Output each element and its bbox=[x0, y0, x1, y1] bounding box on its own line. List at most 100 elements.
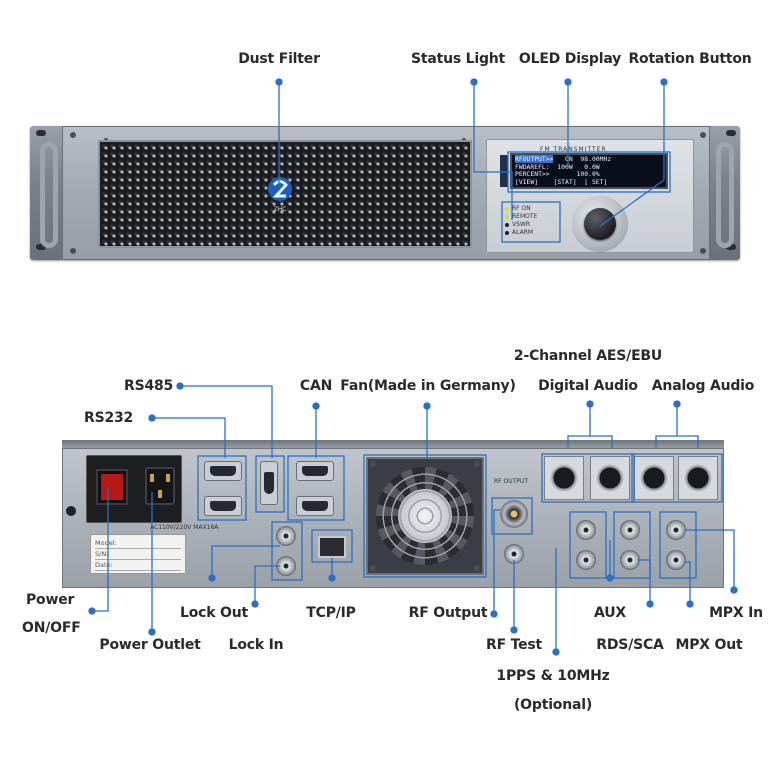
status-label: RF ON bbox=[512, 205, 531, 212]
rf-output-print: RF OUTPUT bbox=[494, 478, 528, 485]
outlet-pin bbox=[150, 474, 154, 482]
oled-row: FWDAREFL: 100W 0.0W bbox=[515, 162, 663, 172]
front-handle-right bbox=[716, 142, 734, 248]
oled-row: PERCENT>> 100.0% bbox=[515, 170, 663, 179]
led-on-icon bbox=[505, 206, 509, 211]
db9-socket bbox=[302, 466, 328, 476]
rack-ear-hole bbox=[36, 130, 46, 136]
oled-row-selected: RFOUTPUT>> bbox=[515, 155, 554, 163]
oled-row-text: FWDAREFL: 100W 0.0W bbox=[515, 162, 600, 171]
screw bbox=[474, 461, 480, 467]
led-off-icon bbox=[505, 222, 509, 227]
status-lights: RF ON REMOTE VSWR ALARM bbox=[505, 205, 537, 237]
label-rf-output: RF Output bbox=[408, 605, 488, 621]
label-lock-out: Lock Out bbox=[180, 605, 248, 621]
label-lock-in: Lock In bbox=[228, 637, 284, 653]
screw bbox=[700, 248, 706, 254]
screw bbox=[370, 461, 376, 467]
label-rds-sca: RDS/SCA bbox=[596, 637, 664, 653]
ground-screw bbox=[66, 506, 76, 516]
screw bbox=[70, 132, 76, 138]
label-status-light: Status Light bbox=[410, 51, 506, 67]
status-item: ALARM bbox=[505, 229, 537, 237]
status-label: ALARM bbox=[512, 229, 534, 236]
status-item: REMOTE bbox=[505, 213, 537, 221]
oled-display: RFOUTPUT>> ON 98.00MHz FWDAREFL: 100W 0.… bbox=[510, 153, 668, 189]
screw bbox=[370, 565, 376, 571]
brand-logo-icon bbox=[266, 174, 294, 208]
label-power-line1: Power bbox=[26, 592, 75, 608]
model-label: Model: bbox=[95, 538, 181, 549]
lock-in-bnc bbox=[276, 556, 296, 576]
outlet-pin bbox=[166, 474, 170, 482]
power-outlet bbox=[145, 467, 175, 505]
front-handle-left bbox=[40, 142, 58, 248]
rack-ear-hole bbox=[726, 244, 736, 250]
rack-ear-hole bbox=[36, 244, 46, 250]
oled-row-text: PERCENT>> 100.0% bbox=[515, 170, 600, 179]
oled-title: FM TRANSMITTER bbox=[540, 146, 607, 153]
label-pps-line1: 1PPS & 10MHz bbox=[496, 668, 610, 684]
label-can: CAN bbox=[299, 378, 333, 394]
oled-row-text: ON 98.00MHz bbox=[553, 155, 612, 163]
mpx-in-bnc bbox=[666, 520, 686, 540]
rds-sca-bnc bbox=[620, 550, 640, 570]
db9-socket bbox=[264, 472, 274, 494]
pps-bnc bbox=[576, 520, 596, 540]
led-off-icon bbox=[505, 230, 509, 235]
aux-bnc bbox=[620, 520, 640, 540]
rotation-knob[interactable] bbox=[584, 208, 616, 240]
rack-ear-hole bbox=[726, 130, 736, 136]
label-power-line2: ON/OFF bbox=[22, 620, 81, 636]
label-aux: AUX bbox=[594, 605, 626, 621]
label-mpx-out: MPX Out bbox=[675, 637, 743, 653]
aes-xlr-connector bbox=[549, 463, 579, 493]
db9-socket bbox=[302, 501, 328, 511]
oled-side-indicator bbox=[500, 155, 508, 187]
oled-row: [VIEW] [STAT] [ SET] bbox=[515, 177, 663, 187]
led-on-icon bbox=[505, 214, 509, 219]
label-fan: Fan(Made in Germany) bbox=[340, 378, 516, 394]
fan-guard bbox=[376, 467, 474, 565]
label-aes-ebu-line2: Digital Audio bbox=[538, 378, 638, 394]
power-rating-text: AC110V/220V MAX16A bbox=[150, 524, 219, 531]
mpx-out-bnc bbox=[666, 550, 686, 570]
tcp-ip-port bbox=[318, 536, 346, 558]
label-oled-display: OLED Display bbox=[518, 51, 622, 67]
oled-row-text: [VIEW] [STAT] [ SET] bbox=[515, 177, 608, 186]
power-switch-rocker[interactable] bbox=[101, 474, 123, 500]
lock-out-bnc bbox=[276, 526, 296, 546]
aes-xlr-connector bbox=[595, 463, 625, 493]
status-item: VSWR bbox=[505, 221, 537, 229]
status-item: RF ON bbox=[505, 205, 537, 213]
analog-xlr-connector bbox=[683, 463, 713, 493]
label-rf-test: RF Test bbox=[485, 637, 543, 653]
oled-row: RFOUTPUT>> ON 98.00MHz bbox=[515, 155, 663, 164]
brand-logo-text: ZHC bbox=[273, 206, 287, 213]
status-label: REMOTE bbox=[512, 213, 538, 220]
sn-label: S/N: bbox=[95, 549, 181, 560]
rf-output-connector bbox=[500, 500, 528, 528]
db9-socket bbox=[210, 501, 236, 511]
date-label: Date: bbox=[95, 560, 181, 571]
screw bbox=[474, 565, 480, 571]
label-analog-audio: Analog Audio bbox=[651, 378, 755, 394]
outlet-pin bbox=[158, 490, 162, 498]
10mhz-bnc bbox=[576, 550, 596, 570]
label-mpx-in: MPX In bbox=[709, 605, 763, 621]
serial-label-plate: Model: S/N: Date: bbox=[90, 534, 186, 574]
label-rotation-button: Rotation Button bbox=[628, 51, 752, 67]
db9-socket bbox=[210, 466, 236, 476]
label-rs232: RS232 bbox=[84, 410, 134, 426]
status-label: VSWR bbox=[512, 221, 531, 228]
rf-test-bnc bbox=[504, 544, 524, 564]
screw bbox=[700, 132, 706, 138]
label-pps-line2: (Optional) bbox=[513, 697, 593, 713]
analog-xlr-connector bbox=[639, 463, 669, 493]
screw bbox=[70, 248, 76, 254]
label-tcp-ip: TCP/IP bbox=[306, 605, 356, 621]
label-rs485: RS485 bbox=[124, 378, 174, 394]
rear-top-edge bbox=[62, 440, 724, 450]
